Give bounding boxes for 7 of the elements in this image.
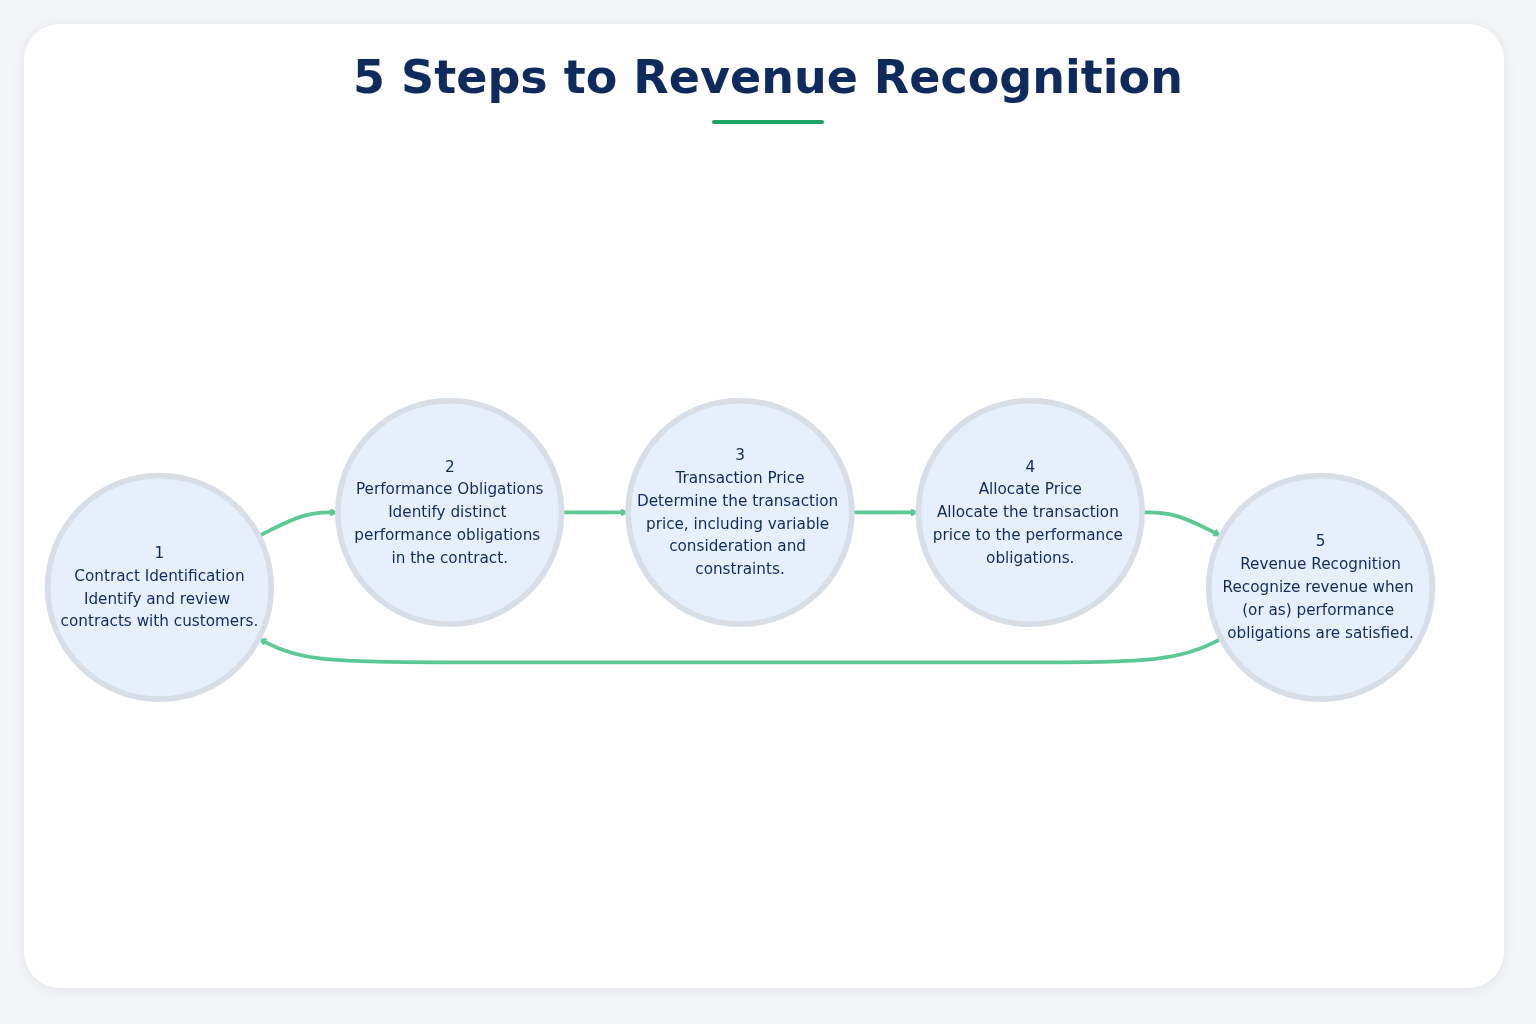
node-circle: 3 Transaction Price Determine the transaction price, including variable consideration and constraints. bbox=[625, 397, 855, 628]
node-circle: 1 Contract Identification Identify and review contracts with customers. bbox=[44, 472, 275, 703]
node-circle: 2 Performance Obligations Identify distinct performance obligations in the contract. bbox=[335, 397, 565, 628]
arrow bbox=[1142, 510, 1222, 537]
node-circle: 5 Revenue Recognition Recognize revenue when (or as) performance obligations are satisfied. bbox=[1205, 472, 1436, 703]
title: 5 Steps to Revenue Recognition bbox=[352, 50, 1184, 104]
node-circle: 4 Allocate Price Allocate the transaction price to the performance obligations. bbox=[915, 397, 1145, 628]
